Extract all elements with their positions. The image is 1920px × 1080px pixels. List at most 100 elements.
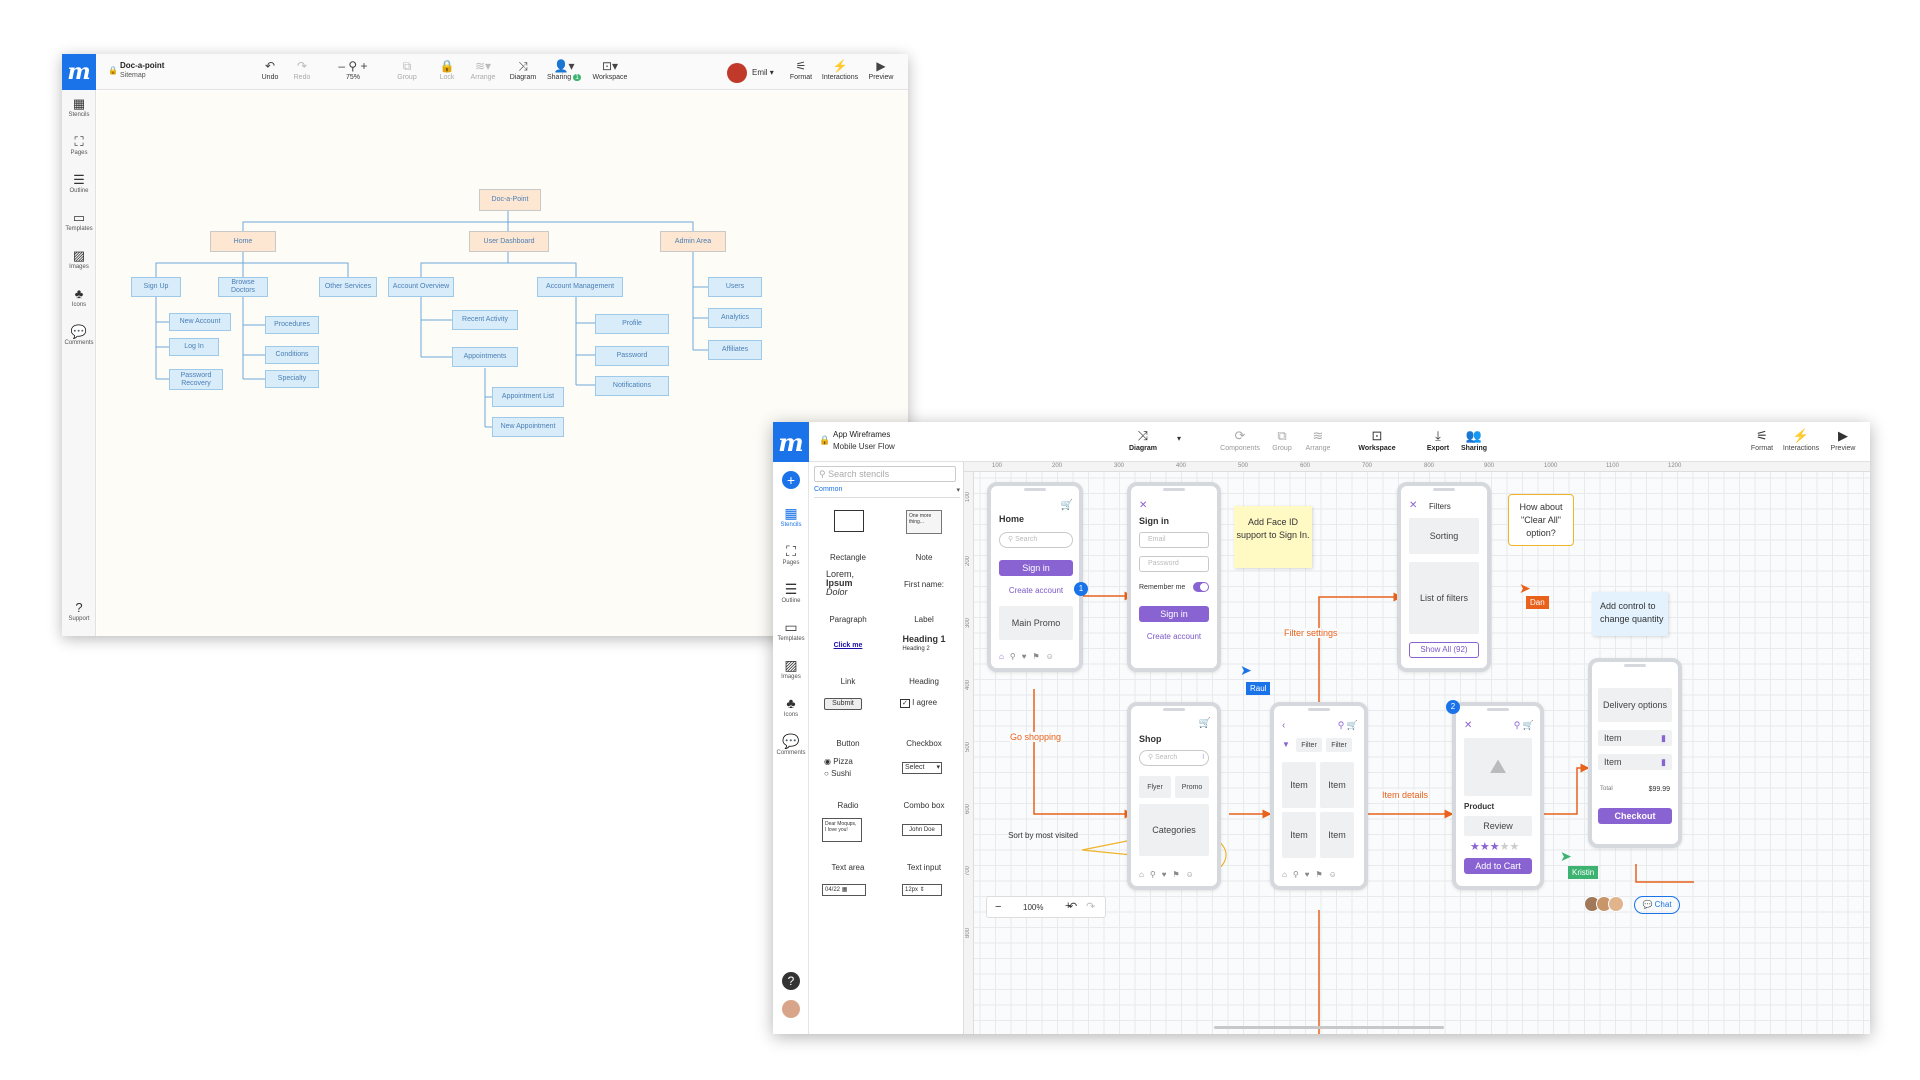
export-button[interactable]: ⤓Export	[1423, 427, 1453, 452]
sidebar-item-pages[interactable]: ⛶Pages	[773, 542, 809, 566]
support-button[interactable]: ?Support	[62, 600, 96, 622]
zoom-out-button[interactable]: −	[995, 901, 1002, 913]
sitemap-node-specialty[interactable]: Specialty	[265, 370, 319, 388]
lock-icon[interactable]: 🔒	[819, 435, 831, 445]
chat-button[interactable]: 💬 Chat	[1634, 896, 1680, 914]
search-icon[interactable]: ⚲	[1149, 870, 1162, 879]
list-item[interactable]: Item	[1282, 812, 1316, 858]
stencil-text-input[interactable]: John Doe Text input	[886, 816, 962, 872]
sitemap-node-log-in[interactable]: Log In	[169, 338, 219, 356]
avatar[interactable]	[1608, 896, 1624, 912]
speech-bubble-clear-all[interactable]: How about "Clear All" option?	[1508, 494, 1574, 546]
sitemap-node-root[interactable]: Doc-a-Point	[479, 189, 541, 211]
sharing-button[interactable]: 👤▾Sharing 1	[544, 58, 584, 81]
list-item[interactable]: Item	[1282, 762, 1316, 808]
moqups-logo[interactable]: m	[62, 54, 96, 90]
back-icon[interactable]: ‹	[1282, 720, 1286, 731]
create-account-link[interactable]: Create account	[1008, 586, 1064, 595]
search-cart-icons[interactable]: ⚲ 🛒	[1513, 720, 1534, 730]
step-badge[interactable]: 1	[1074, 582, 1088, 596]
home-icon[interactable]: ⌂	[1282, 870, 1293, 879]
sidebar-item-comments[interactable]: 💬Comments	[62, 324, 96, 346]
workspace-button[interactable]: ⊡Workspace	[1355, 427, 1399, 452]
sitemap-node-user-dashboard[interactable]: User Dashboard	[469, 231, 549, 252]
diagram-button[interactable]: ⤨Diagram	[506, 58, 540, 81]
preview-button[interactable]: ▶Preview	[1825, 427, 1861, 452]
workspace-button[interactable]: ⊡▾Workspace	[588, 58, 632, 81]
zoom-level[interactable]: 100%	[1023, 903, 1044, 912]
search-icon[interactable]: ⚲	[1009, 652, 1022, 661]
sidebar-item-templates[interactable]: ▭Templates	[62, 210, 96, 232]
cart-icon[interactable]: 🛒	[1198, 718, 1211, 729]
horizontal-scrollbar[interactable]	[1214, 1026, 1444, 1029]
wireframe-canvas[interactable]: 100 200 300 400 500 600 700 800 900 1000…	[964, 462, 1870, 1034]
phone-signin[interactable]: ✕ Sign in Email Password Remember me Sig…	[1127, 482, 1221, 672]
doc-title[interactable]: Doc-a-point	[120, 61, 165, 70]
phone-product[interactable]: ✕ ⚲ 🛒 ⛰ Product Review ★★★★★ Add to Cart	[1452, 702, 1544, 890]
trash-icon[interactable]: ▮	[1661, 732, 1666, 743]
sitemap-node-admin-area[interactable]: Admin Area	[660, 231, 726, 252]
add-icon[interactable]: +	[782, 471, 800, 489]
sitemap-node-sign-up[interactable]: Sign Up	[131, 277, 181, 297]
sidebar-item-templates[interactable]: ▭Templates	[773, 618, 809, 642]
search-input[interactable]: ⚲ Search ⦚	[1139, 750, 1209, 766]
help-icon[interactable]: ?	[782, 972, 800, 990]
sticky-note-quantity[interactable]: Add control to change quantity	[1592, 592, 1668, 636]
diagram-dropdown-icon[interactable]: ▾	[1177, 434, 1182, 443]
filter-chip[interactable]: Filter	[1326, 738, 1352, 752]
group-button[interactable]: ⧉Group	[394, 58, 420, 81]
password-field[interactable]: Password	[1139, 556, 1209, 572]
sticky-note-faceid[interactable]: Add Face ID support to Sign In.	[1234, 506, 1312, 568]
home-icon[interactable]: ⌂	[1139, 870, 1150, 879]
sitemap-node-home[interactable]: Home	[210, 231, 276, 252]
sitemap-node-affiliates[interactable]: Affiliates	[708, 340, 762, 360]
lock-icon[interactable]: 🔒	[108, 66, 118, 75]
stencil-combo-box[interactable]: Select▾ Combo box	[902, 762, 945, 810]
category-select[interactable]: Common▾	[814, 486, 960, 498]
sitemap-node-account-overview[interactable]: Account Overview	[388, 277, 454, 297]
search-input[interactable]: ⚲ Search stencils	[814, 466, 956, 482]
search-icon[interactable]: ⚲	[1292, 870, 1305, 879]
undo-button[interactable]: ↶Undo	[257, 58, 283, 81]
sitemap-node-conditions[interactable]: Conditions	[265, 346, 319, 364]
promo-tile[interactable]: Promo	[1175, 776, 1209, 798]
sort-annotation[interactable]: Sort by most visited	[1008, 831, 1078, 840]
cart-item[interactable]: Item▮	[1598, 730, 1672, 746]
star-rating[interactable]: ★★★★★	[1470, 841, 1520, 853]
sitemap-node-procedures[interactable]: Procedures	[265, 316, 319, 334]
phone-shop[interactable]: 🛒 Shop ⚲ Search ⦚ Flyer Promo Categories…	[1127, 702, 1221, 890]
stencil-checkbox[interactable]: ✓ I agree Checkbox	[886, 692, 962, 748]
interactions-button[interactable]: ⚡Interactions	[1779, 427, 1823, 452]
doc-subtitle[interactable]: Mobile User Flow	[833, 442, 895, 451]
phone-item-list[interactable]: ‹ ⚲ 🛒 ▼ Filter Filter Item Item Item Ite…	[1270, 702, 1368, 890]
stencil-radio[interactable]: ◉ Pizza○ Sushi Radio	[810, 754, 886, 810]
pin-icon[interactable]: ⚑	[1172, 870, 1186, 879]
user-name[interactable]: Emil ▾	[752, 68, 774, 77]
sitemap-node-users[interactable]: Users	[708, 277, 762, 297]
sidebar-item-outline[interactable]: ☰Outline	[773, 580, 809, 604]
search-input[interactable]: ⚲ Search	[999, 532, 1073, 548]
flyer-tile[interactable]: Flyer	[1139, 776, 1171, 798]
avatar[interactable]	[782, 1000, 800, 1018]
sitemap-node-profile[interactable]: Profile	[595, 314, 669, 334]
doc-title[interactable]: App Wireframes	[833, 430, 891, 439]
sitemap-node-new-appointment[interactable]: New Appointment	[492, 417, 564, 437]
bottom-nav-icons[interactable]: ⌂⚲♥⚑☺	[1282, 870, 1360, 879]
phone-cart[interactable]: Delivery options Item▮ Item▮ Total $99.9…	[1588, 658, 1682, 848]
search-cart-icons[interactable]: ⚲ 🛒	[1337, 720, 1358, 730]
sitemap-node-analytics[interactable]: Analytics	[708, 308, 762, 328]
email-field[interactable]: Email	[1139, 532, 1209, 548]
stencil-heading[interactable]: Heading 1 Heading 2 Heading	[886, 630, 962, 686]
stencil-button[interactable]: Submit Button	[810, 692, 886, 748]
user-icon[interactable]: ☺	[1045, 652, 1060, 661]
sitemap-node-notifications[interactable]: Notifications	[595, 376, 669, 396]
sidebar-item-comments[interactable]: 💬Comments	[773, 732, 809, 756]
sitemap-node-browse-doctors[interactable]: Browse Doctors	[218, 277, 268, 297]
main-promo[interactable]: Main Promo	[999, 606, 1073, 640]
interactions-button[interactable]: ⚡Interactions	[819, 58, 861, 81]
arrange-button[interactable]: ≋Arrange	[1299, 427, 1337, 452]
list-item[interactable]: Item	[1320, 762, 1354, 808]
doc-subtitle[interactable]: Sitemap	[120, 72, 146, 79]
list-item[interactable]: Item	[1320, 812, 1354, 858]
